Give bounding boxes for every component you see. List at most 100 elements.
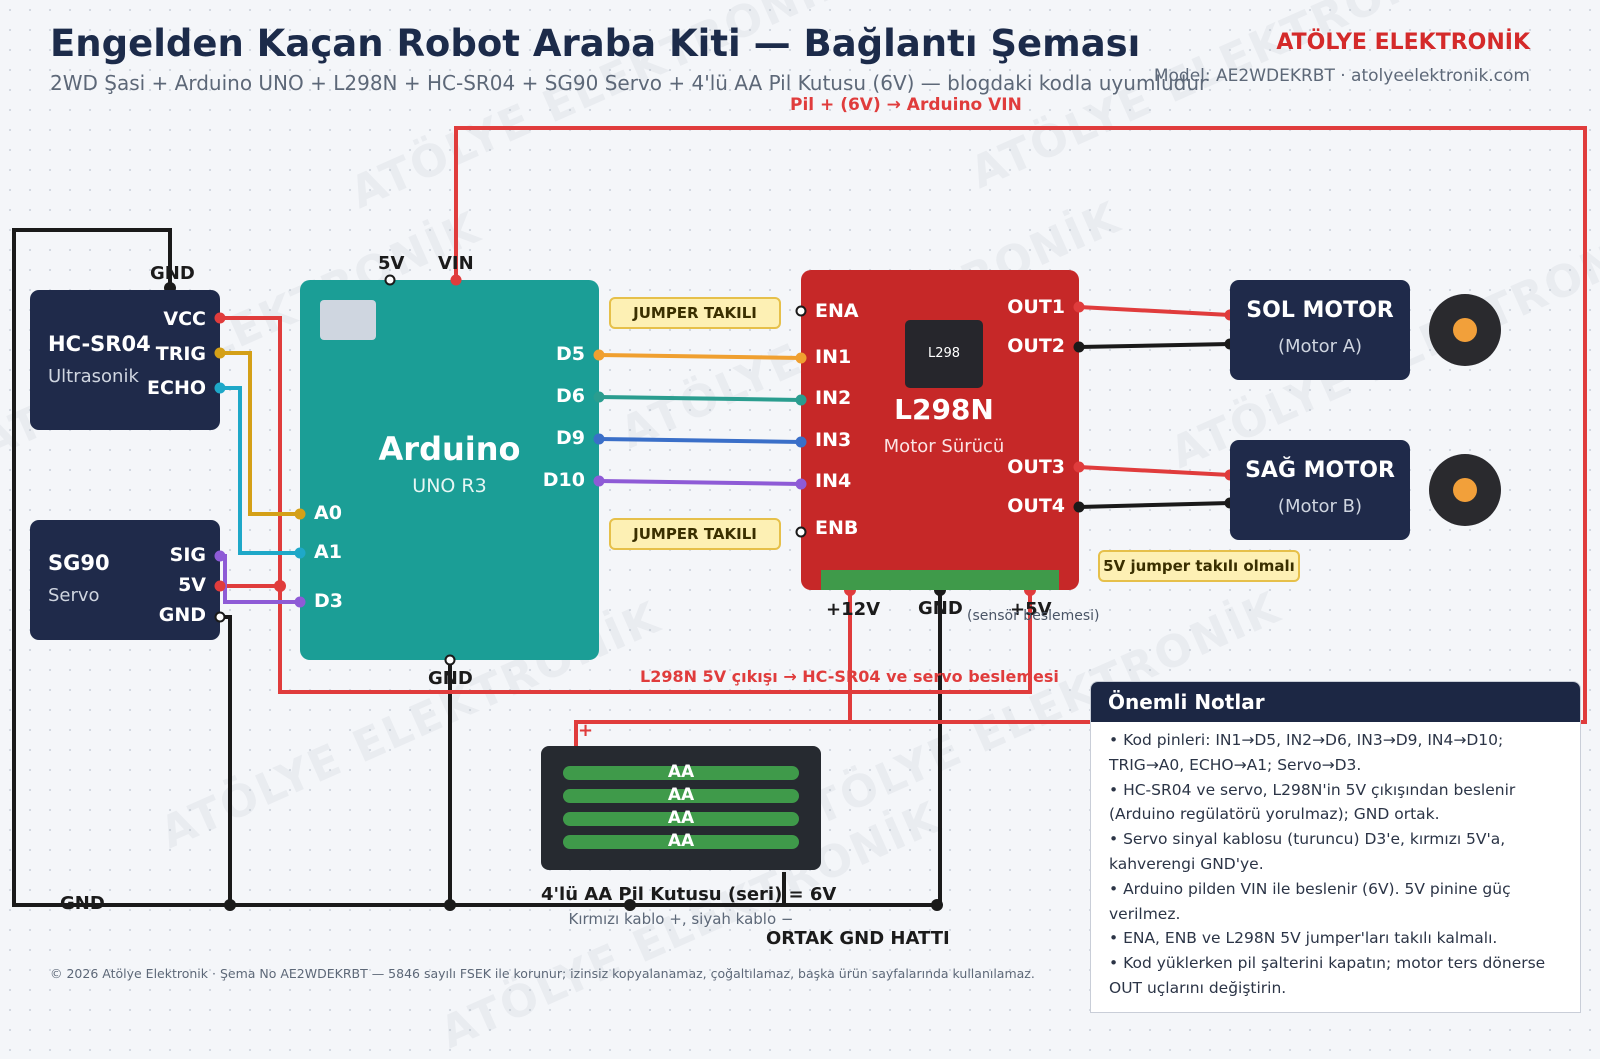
hcsr04-gnd-label: GND: [150, 263, 195, 284]
wire-d9: [598, 437, 802, 444]
notes-list: • Kod pinleri: IN1→D5, IN2→D6, IN3→D9, I…: [1091, 722, 1580, 1001]
common-gnd-label: ORTAK GND HATTI: [766, 928, 950, 949]
pin-vcc: VCC: [163, 308, 206, 330]
aa-cell: AA: [563, 762, 799, 782]
left-wheel-icon: [1429, 294, 1501, 366]
l298-chip-label: L298: [927, 346, 961, 361]
aa-cell: AA: [563, 785, 799, 805]
right-motor-name: SAĞ MOTOR: [1245, 458, 1395, 483]
note-item: • ENA, ENB ve L298N 5V jumper'ları takıl…: [1109, 929, 1498, 948]
wire-out4: [1078, 501, 1231, 509]
wire-d6: [598, 395, 802, 402]
note-item: • Arduino pilden VIN ile beslenir (6V). …: [1109, 879, 1511, 923]
l298n-sub: Motor Sürücü: [883, 436, 1005, 457]
pin-in4: IN4: [815, 470, 852, 492]
right-motor: SAĞ MOTOR (Motor B): [1230, 440, 1410, 540]
junction-dot: [224, 899, 236, 911]
pin-enb: ENB: [815, 517, 859, 539]
page-title: Engelden Kaçan Robot Araba Kiti — Bağlan…: [50, 22, 1141, 65]
right-motor-sub: (Motor B): [1277, 496, 1363, 517]
pin-out1: OUT1: [1007, 296, 1065, 318]
left-motor-sub: (Motor A): [1277, 336, 1363, 357]
notes-title: Önemli Notlar: [1091, 682, 1580, 722]
l298n-gnd-label: GND: [918, 598, 963, 619]
junction-dot: [624, 899, 636, 911]
sensor-supply-note: (sensör beslemesi): [967, 608, 1100, 624]
sg90-module: SG90 Servo SIG 5V GND: [30, 520, 220, 640]
wire-d5: [598, 353, 802, 360]
arduino-sub: UNO R3: [412, 475, 487, 497]
pin-d5: D5: [556, 343, 585, 365]
left-motor-name: SOL MOTOR: [1246, 298, 1394, 323]
aa-cell: AA: [563, 808, 799, 828]
pin-d3: D3: [314, 590, 343, 612]
pin-d10: D10: [542, 469, 585, 491]
arduino-vin-label: VIN: [438, 253, 474, 274]
wire-hcsr04-gnd: [12, 228, 937, 907]
battery-sub: Kırmızı kablo +, siyah kablo −: [568, 910, 794, 928]
l298n-name: L298N: [894, 393, 994, 426]
aa-cell: AA: [563, 831, 799, 851]
junction-dot: [444, 899, 456, 911]
page-subtitle: 2WD Şasi + Arduino UNO + L298N + HC-SR04…: [50, 71, 1208, 95]
5v-jumper-badge: 5V jumper takılı olmalı: [1098, 550, 1300, 582]
notes-panel: Önemli Notlar • Kod pinleri: IN1→D5, IN2…: [1090, 681, 1581, 1013]
pin-5v: 5V: [178, 574, 206, 596]
hcsr04-module: HC-SR04 Ultrasonik VCC TRIG ECHO: [30, 290, 220, 430]
pin-in1: IN1: [815, 346, 852, 368]
pin-gnd: GND: [158, 604, 206, 626]
copyright-footer: © 2026 Atölye Elektronik · Şema No AE2WD…: [50, 966, 1035, 981]
arduino-gnd-label: GND: [428, 668, 473, 689]
wire-out1: [1078, 305, 1231, 317]
pin-ena: ENA: [815, 300, 859, 322]
pin-a0: A0: [314, 502, 342, 524]
pin-trig: TRIG: [155, 343, 206, 365]
arduino-name: Arduino: [378, 430, 521, 468]
l298-chip: L298: [905, 320, 983, 388]
note-item: • Kod yüklerken pil şalterini kapatın; m…: [1109, 954, 1546, 997]
note-item: • Kod pinleri: IN1→D5, IN2→D6, IN3→D9, I…: [1109, 731, 1504, 774]
ena-jumper-badge: JUMPER TAKILI: [609, 297, 781, 329]
note-item: • Servo sinyal kablosu (turuncu) D3'e, k…: [1109, 830, 1506, 873]
gnd-line-label: GND: [60, 893, 105, 914]
junction-dot: [274, 580, 286, 592]
battery-plus-label: +: [578, 720, 594, 741]
pin-in3: IN3: [815, 429, 852, 451]
pin-d9: D9: [556, 427, 585, 449]
model-info: Model: AE2WDEKRBT · atolyeelektronik.com: [1153, 66, 1530, 86]
battery-name: 4'lü AA Pil Kutusu (seri) = 6V: [541, 884, 837, 905]
sg90-sub: Servo: [48, 585, 100, 606]
l298n-terminal-block: [821, 570, 1059, 590]
enb-jumper-badge: JUMPER TAKILI: [609, 518, 781, 550]
pin-out3: OUT3: [1007, 456, 1065, 478]
wire-l298n-5v: [220, 316, 1032, 694]
pin-out2: OUT2: [1007, 335, 1065, 357]
arduino-board: Arduino UNO R3 D5 D6 D9 D10 A0 A1 D3: [300, 280, 599, 660]
brand-logo: ATÖLYE ELEKTRONİK: [1276, 30, 1530, 55]
l298n-5v-label: +5V: [1010, 599, 1052, 620]
wire-trig: [220, 351, 300, 516]
wire-d10: [598, 479, 802, 486]
wiring-diagram: [12, 126, 1587, 911]
pin-in2: IN2: [815, 387, 852, 409]
pin-out4: OUT4: [1007, 495, 1065, 517]
note-item: • HC-SR04 ve servo, L298N'in 5V çıkışınd…: [1109, 780, 1516, 824]
hcsr04-sub: Ultrasonik: [48, 366, 139, 387]
hcsr04-name: HC-SR04: [48, 332, 151, 356]
wire-battery-plus: [574, 590, 852, 752]
l298n-board: L298 L298N Motor Sürücü ENA IN1 IN2 IN3 …: [801, 270, 1079, 590]
junction-dot: [931, 899, 943, 911]
battery-pack: AA AA AA AA: [541, 746, 821, 870]
wire-servo-gnd: [220, 615, 232, 905]
pin-sig: SIG: [169, 544, 206, 566]
wire-out2: [1078, 342, 1231, 349]
wire-out3: [1078, 465, 1231, 477]
right-wheel-icon: [1429, 454, 1501, 526]
pin-echo: ECHO: [147, 377, 206, 399]
l298n-12v-label: +12V: [826, 599, 881, 620]
vin-wire-label: Pil + (6V) → Arduino VIN: [790, 95, 1022, 115]
wire-echo: [220, 386, 300, 555]
arduino-5v-label: 5V: [378, 253, 405, 274]
wire-servo-sig: [220, 554, 300, 604]
pin-d6: D6: [556, 385, 585, 407]
